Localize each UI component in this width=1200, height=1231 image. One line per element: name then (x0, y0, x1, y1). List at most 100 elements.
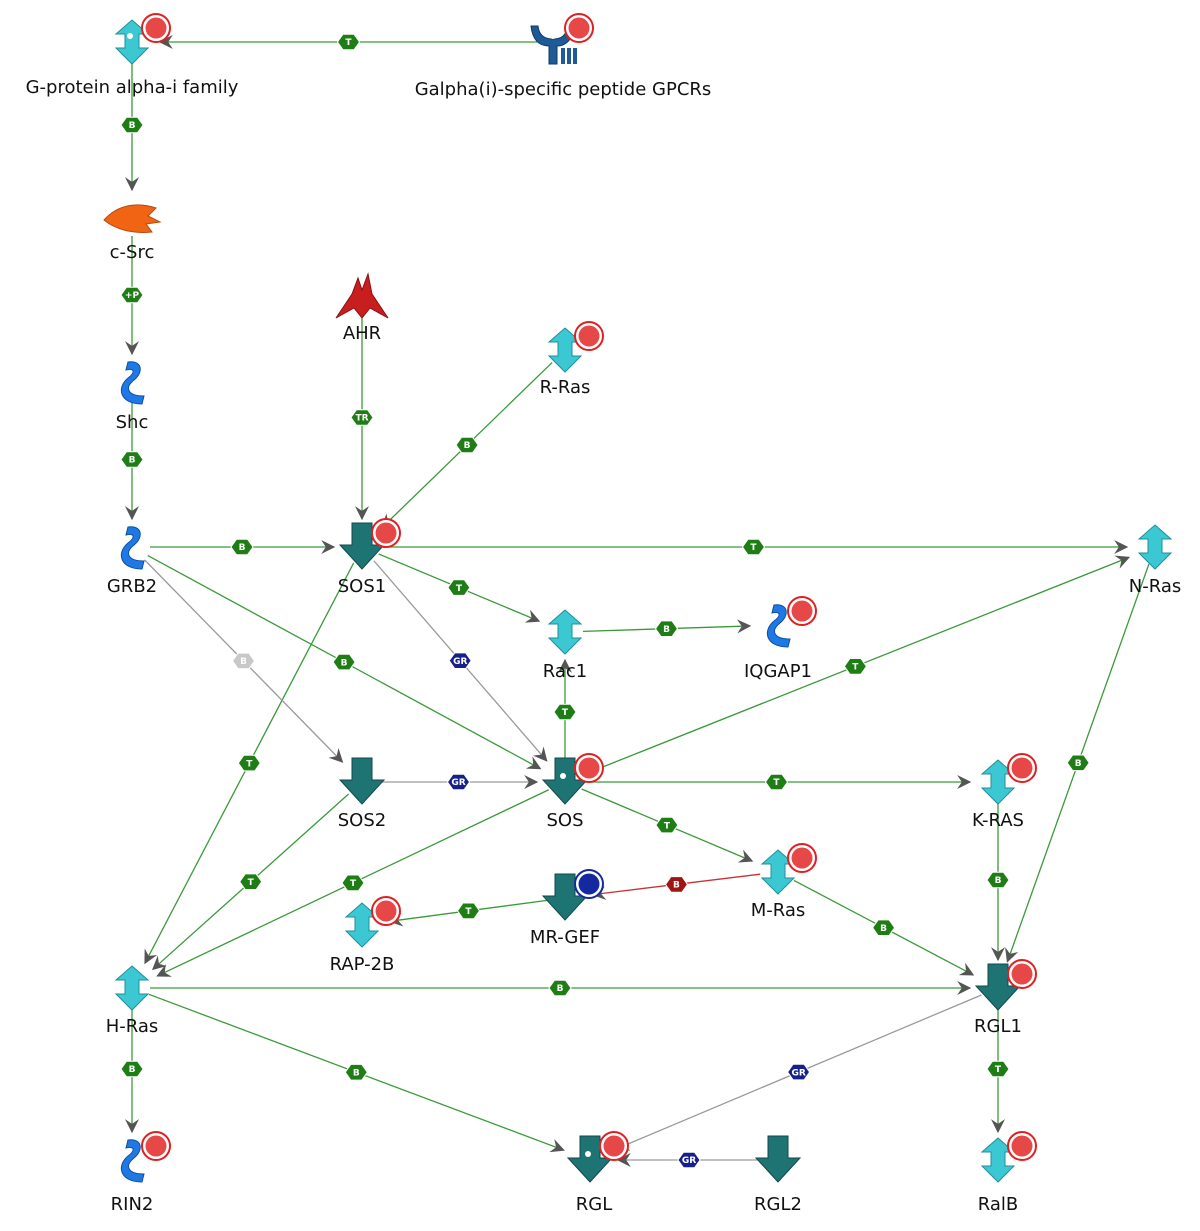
node-rap2b[interactable]: RAP-2B (330, 896, 401, 975)
edge-badge[interactable] (843, 658, 868, 675)
node-gpcr[interactable]: Galpha(i)-specific peptide GPCRs (415, 13, 712, 100)
gef-icon (338, 522, 386, 570)
status-marker-dot (791, 847, 813, 869)
node-gprot[interactable]: G-protein alpha-i family (26, 13, 239, 98)
gprotein-icon (980, 1137, 1016, 1183)
edge-badge[interactable] (447, 579, 471, 596)
kinase-icon (103, 204, 162, 233)
status-marker-dot (791, 600, 813, 622)
edge-shc-grb2: B (120, 400, 144, 521)
node-iqgap1[interactable]: IQGAP1 (744, 596, 817, 682)
edge-rgl2-rgl: GR (616, 1151, 760, 1169)
edge-badge[interactable] (677, 1151, 701, 1169)
node-label: G-protein alpha-i family (26, 77, 239, 98)
node-ahr[interactable]: AHR (335, 272, 389, 344)
edge-badge[interactable] (231, 652, 256, 670)
edge-badge[interactable] (1066, 754, 1090, 772)
node-sos2[interactable]: SOS2 (338, 757, 386, 831)
edge-badge[interactable] (341, 874, 365, 892)
edge-badge[interactable] (553, 703, 577, 721)
edge-badge[interactable] (120, 116, 144, 134)
edge-badge-label: B (240, 657, 247, 667)
status-marker-dot (578, 325, 600, 347)
edge-sos1-nras: T (380, 538, 1129, 556)
node-rac1[interactable]: Rac1 (543, 609, 588, 682)
adaptor-icon (120, 361, 145, 405)
edge-badge[interactable] (455, 436, 479, 454)
node-label: MR-GEF (530, 927, 600, 948)
node-sos1[interactable]: SOS1 (338, 518, 401, 597)
node-label: K-RAS (972, 810, 1024, 831)
gef-icon (566, 1135, 614, 1183)
node-rgl2[interactable]: RGL2 (754, 1135, 802, 1215)
node-label: RalB (978, 1194, 1019, 1215)
edge-hras-rgl1: B (150, 979, 972, 997)
node-rgl1[interactable]: RGL1 (974, 959, 1037, 1037)
status-marker-dot (578, 873, 600, 895)
gef-icon (338, 757, 386, 805)
edge-badge[interactable] (230, 538, 254, 556)
edge-badge[interactable] (986, 871, 1010, 889)
edge-badge[interactable] (446, 773, 471, 791)
gprotein-icon (760, 849, 796, 895)
node-label: N-Ras (1129, 576, 1181, 597)
edge-badge[interactable] (871, 919, 896, 936)
gef-icon (541, 873, 589, 921)
node-shc[interactable]: Shc (116, 361, 149, 433)
edge-mras-mrgef: B (591, 873, 761, 901)
node-mras[interactable]: M-Ras (751, 843, 817, 921)
gprotein-icon (114, 965, 150, 1011)
node-csrc[interactable]: c-Src (103, 204, 162, 263)
edge-badge[interactable] (120, 451, 144, 468)
edge-grb2-sos1: B (150, 538, 336, 556)
node-mrgef[interactable]: MR-GEF (530, 869, 604, 948)
edge-badge-label: B (464, 441, 471, 451)
edge-badge-label: T (456, 584, 463, 594)
edge-sos-kras: T (583, 773, 972, 791)
status-marker-dot (578, 757, 600, 779)
edge-badge[interactable] (237, 754, 261, 772)
edge-badge[interactable] (664, 876, 689, 893)
edge-badge-label: T (750, 543, 757, 553)
edge-badge-label: B (239, 543, 246, 553)
edge-badge[interactable] (336, 33, 361, 51)
edge-badge[interactable] (448, 652, 472, 669)
node-nras[interactable]: N-Ras (1129, 524, 1181, 597)
edge-badge[interactable] (764, 773, 789, 791)
edge-sos-hras: T (156, 789, 550, 977)
edge-badge[interactable] (344, 1063, 368, 1081)
edge-badge[interactable] (120, 286, 144, 304)
edge-rgl1-ralb: T (986, 1006, 1010, 1134)
edge-badge[interactable] (456, 902, 481, 920)
edge-badge[interactable] (120, 1060, 144, 1078)
node-grb2[interactable]: GRB2 (107, 526, 157, 597)
edge-sos1-rac1: T (378, 553, 541, 623)
edge-rac1-iqgap1: B (582, 619, 752, 637)
gef-icon (974, 963, 1022, 1011)
edge-badge[interactable] (786, 1063, 811, 1081)
node-label: RGL (576, 1194, 612, 1215)
node-rras[interactable]: R-Ras (540, 321, 604, 398)
gprotein-icon (980, 759, 1016, 805)
edge-hras-rin2: B (120, 1006, 144, 1134)
node-hras[interactable]: H-Ras (106, 965, 159, 1037)
star-icon (127, 33, 133, 39)
edge-badge[interactable] (332, 653, 356, 671)
edge-badge[interactable] (986, 1060, 1010, 1078)
edge-badge[interactable] (654, 620, 679, 637)
edge-badge[interactable] (655, 816, 679, 834)
status-marker-dot (568, 17, 590, 39)
edge-badge[interactable] (548, 979, 572, 997)
edge-grb2-sos: B (147, 555, 542, 770)
edge-badge[interactable] (741, 538, 766, 556)
node-label: RGL2 (754, 1194, 802, 1215)
edge-badge[interactable] (350, 409, 374, 426)
node-rgl[interactable]: RGL (566, 1131, 629, 1215)
node-rin2[interactable]: RIN2 (111, 1131, 171, 1215)
node-ralb[interactable]: RalB (978, 1131, 1037, 1215)
node-kras[interactable]: K-RAS (972, 753, 1037, 831)
edge-badge-label: T (995, 1065, 1002, 1075)
node-sos[interactable]: SOS (541, 753, 604, 831)
edge-badge[interactable] (239, 873, 263, 890)
